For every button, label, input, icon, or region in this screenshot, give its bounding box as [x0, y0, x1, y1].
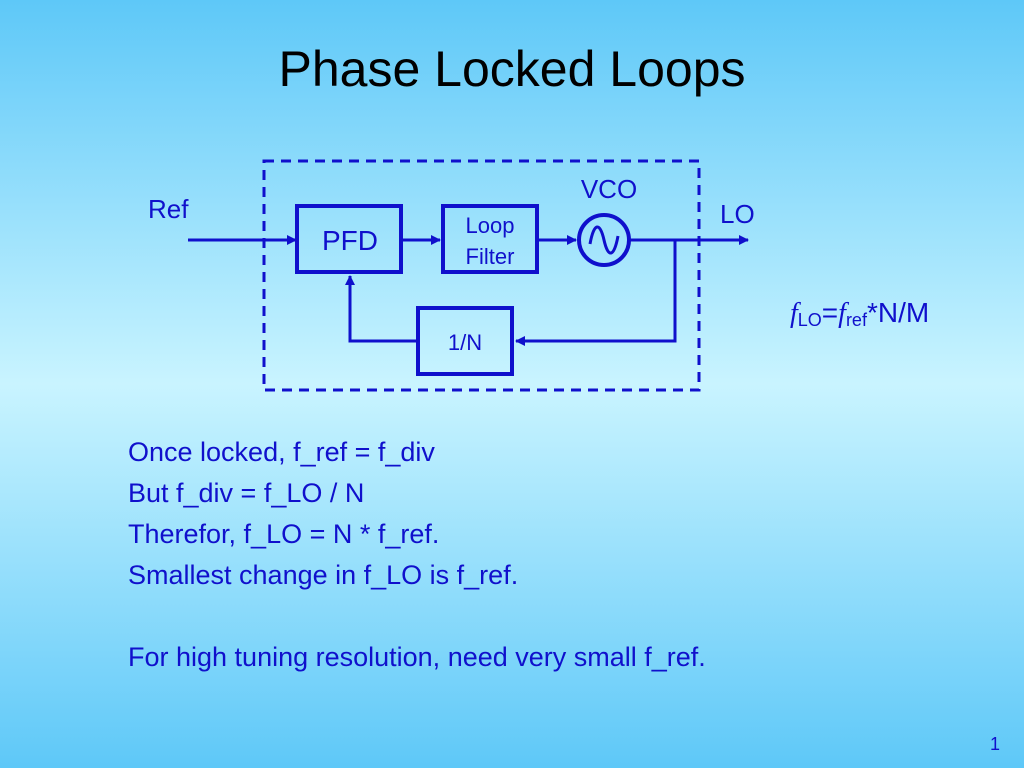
formula-sub-lo: LO	[798, 310, 822, 330]
body-text: Once locked, f_ref = f_div But f_div = f…	[128, 432, 706, 678]
body-line: Smallest change in f_LO is f_ref.	[128, 560, 519, 590]
vco-label: VCO	[581, 174, 637, 204]
pfd-label: PFD	[322, 225, 378, 256]
page-number: 1	[989, 734, 1000, 754]
loop-filter-label-line1: Loop	[466, 213, 515, 238]
divider-label: 1/N	[448, 330, 482, 355]
frequency-formula: fLO=fref*N/M	[790, 297, 929, 330]
sine-wave-icon	[588, 225, 620, 255]
formula-equals: =	[822, 297, 838, 328]
divider-to-pfd-arrow	[345, 275, 418, 343]
loop-filter-label-line2: Filter	[466, 244, 515, 269]
body-line: But f_div = f_LO / N	[128, 478, 365, 508]
slide-title: Phase Locked Loops	[278, 41, 746, 97]
feedback-path-to-divider	[515, 240, 677, 346]
pll-boundary	[262, 159, 701, 392]
lo-label: LO	[720, 199, 755, 229]
formula-f-ref: f	[838, 298, 849, 329]
body-line: For high tuning resolution, need very sm…	[128, 642, 706, 672]
formula-f-lo: f	[790, 298, 801, 329]
body-line-blank	[128, 596, 706, 637]
body-line: Therefor, f_LO = N * f_ref.	[128, 519, 440, 549]
formula-rest: *N/M	[867, 297, 929, 328]
ref-label: Ref	[148, 194, 189, 224]
body-line: Once locked, f_ref = f_div	[128, 437, 435, 467]
loop-filter-block	[441, 204, 539, 274]
pfd-block	[295, 204, 403, 274]
formula-sub-ref: ref	[846, 310, 868, 330]
